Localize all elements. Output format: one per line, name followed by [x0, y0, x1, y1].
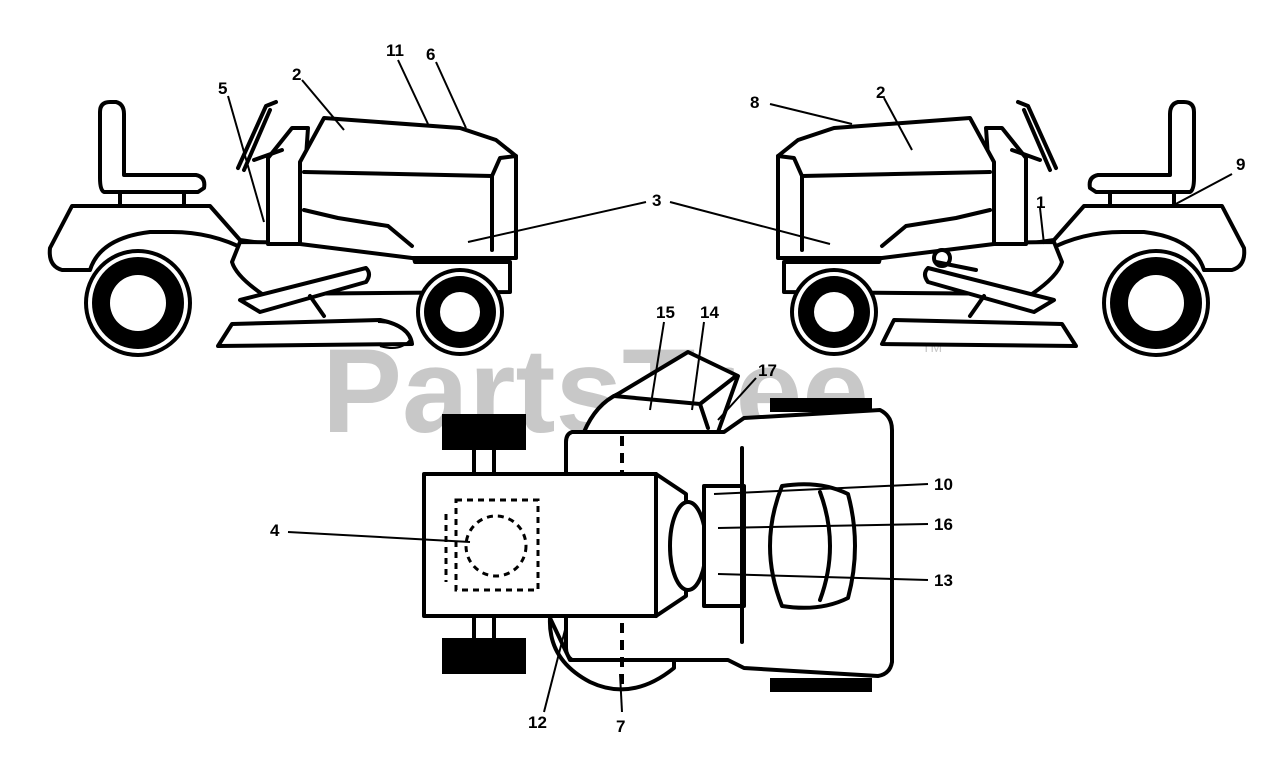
callout-15: 15 [656, 303, 675, 322]
callout-7: 7 [616, 717, 625, 736]
callout-3: 3 [652, 191, 661, 210]
callout-2-right: 2 [876, 83, 885, 102]
tractor-top-view [422, 350, 894, 692]
callout-11: 11 [386, 41, 404, 60]
callout-6: 6 [426, 45, 435, 64]
callout-8: 8 [750, 93, 759, 112]
callout-2-left: 2 [292, 65, 301, 84]
callout-10: 10 [934, 475, 953, 494]
callout-13: 13 [934, 571, 953, 590]
callout-4: 4 [270, 521, 280, 540]
callout-16: 16 [934, 515, 953, 534]
callout-1: 1 [1036, 193, 1045, 212]
tractor-left-side-view [47, 100, 518, 357]
callout-14: 14 [700, 303, 719, 322]
tractor-right-side-view [776, 100, 1247, 357]
callout-labels: 1 2 2 3 4 5 6 7 8 9 10 11 12 13 14 15 16… [218, 41, 1245, 736]
callout-5: 5 [218, 79, 227, 98]
callout-9: 9 [1236, 155, 1245, 174]
callout-17: 17 [758, 361, 777, 380]
leader-lines [227, 59, 1233, 713]
callout-12: 12 [528, 713, 547, 732]
